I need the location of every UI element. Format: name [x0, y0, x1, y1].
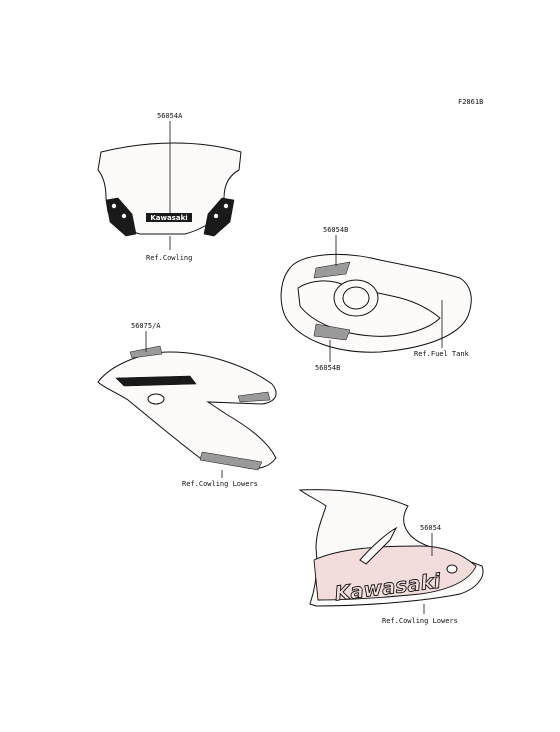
bolt-hole: [213, 213, 219, 219]
windshield-assembly: Kawasaki: [97, 142, 242, 237]
upper-cowl-vent: [147, 393, 165, 405]
bolt-hole: [223, 203, 229, 209]
bolt-hole: [121, 213, 127, 219]
lower-cowl-assembly: Kawasaki: [298, 489, 484, 607]
upper-cowl-side-clip: [237, 391, 271, 403]
fuel-cap-center: [342, 286, 370, 310]
part-label-56054B-upper: 56054B: [323, 226, 348, 234]
part-label-56075-A: 56075/A: [131, 322, 161, 330]
windshield-logo-decal: [146, 213, 192, 222]
lower-cowl-vent-slash: [359, 526, 398, 565]
lower-cowl-bolt: [446, 564, 458, 574]
windshield-logo-text: Kawasaki: [150, 214, 187, 222]
bolt-hole: [111, 203, 117, 209]
part-label-56054A: 56054A: [157, 112, 183, 120]
part-label-56054: 56054: [420, 524, 441, 532]
ref-cowling-lowers-left: Ref.Cowling Lowers: [182, 480, 258, 488]
ref-cowling-lowers-right: Ref.Cowling Lowers: [382, 617, 458, 625]
upper-cowl-outline: [97, 351, 277, 469]
upper-cowl-logo-stripe: [115, 375, 197, 387]
ref-fuel-tank-label: Ref.Fuel Tank: [414, 350, 470, 358]
part-label-56054B-lower: 56054B: [315, 364, 340, 372]
tank-decal-upper: [313, 261, 351, 279]
tank-decal-lower: [313, 323, 351, 341]
upper-cowl-assembly: [97, 345, 277, 471]
ref-cowling-label: Ref.Cowling: [146, 254, 192, 262]
upper-cowl-lower-decal: [199, 451, 263, 471]
fuel-tank-assembly: [280, 253, 472, 353]
figure-code: F2861B: [458, 98, 483, 106]
